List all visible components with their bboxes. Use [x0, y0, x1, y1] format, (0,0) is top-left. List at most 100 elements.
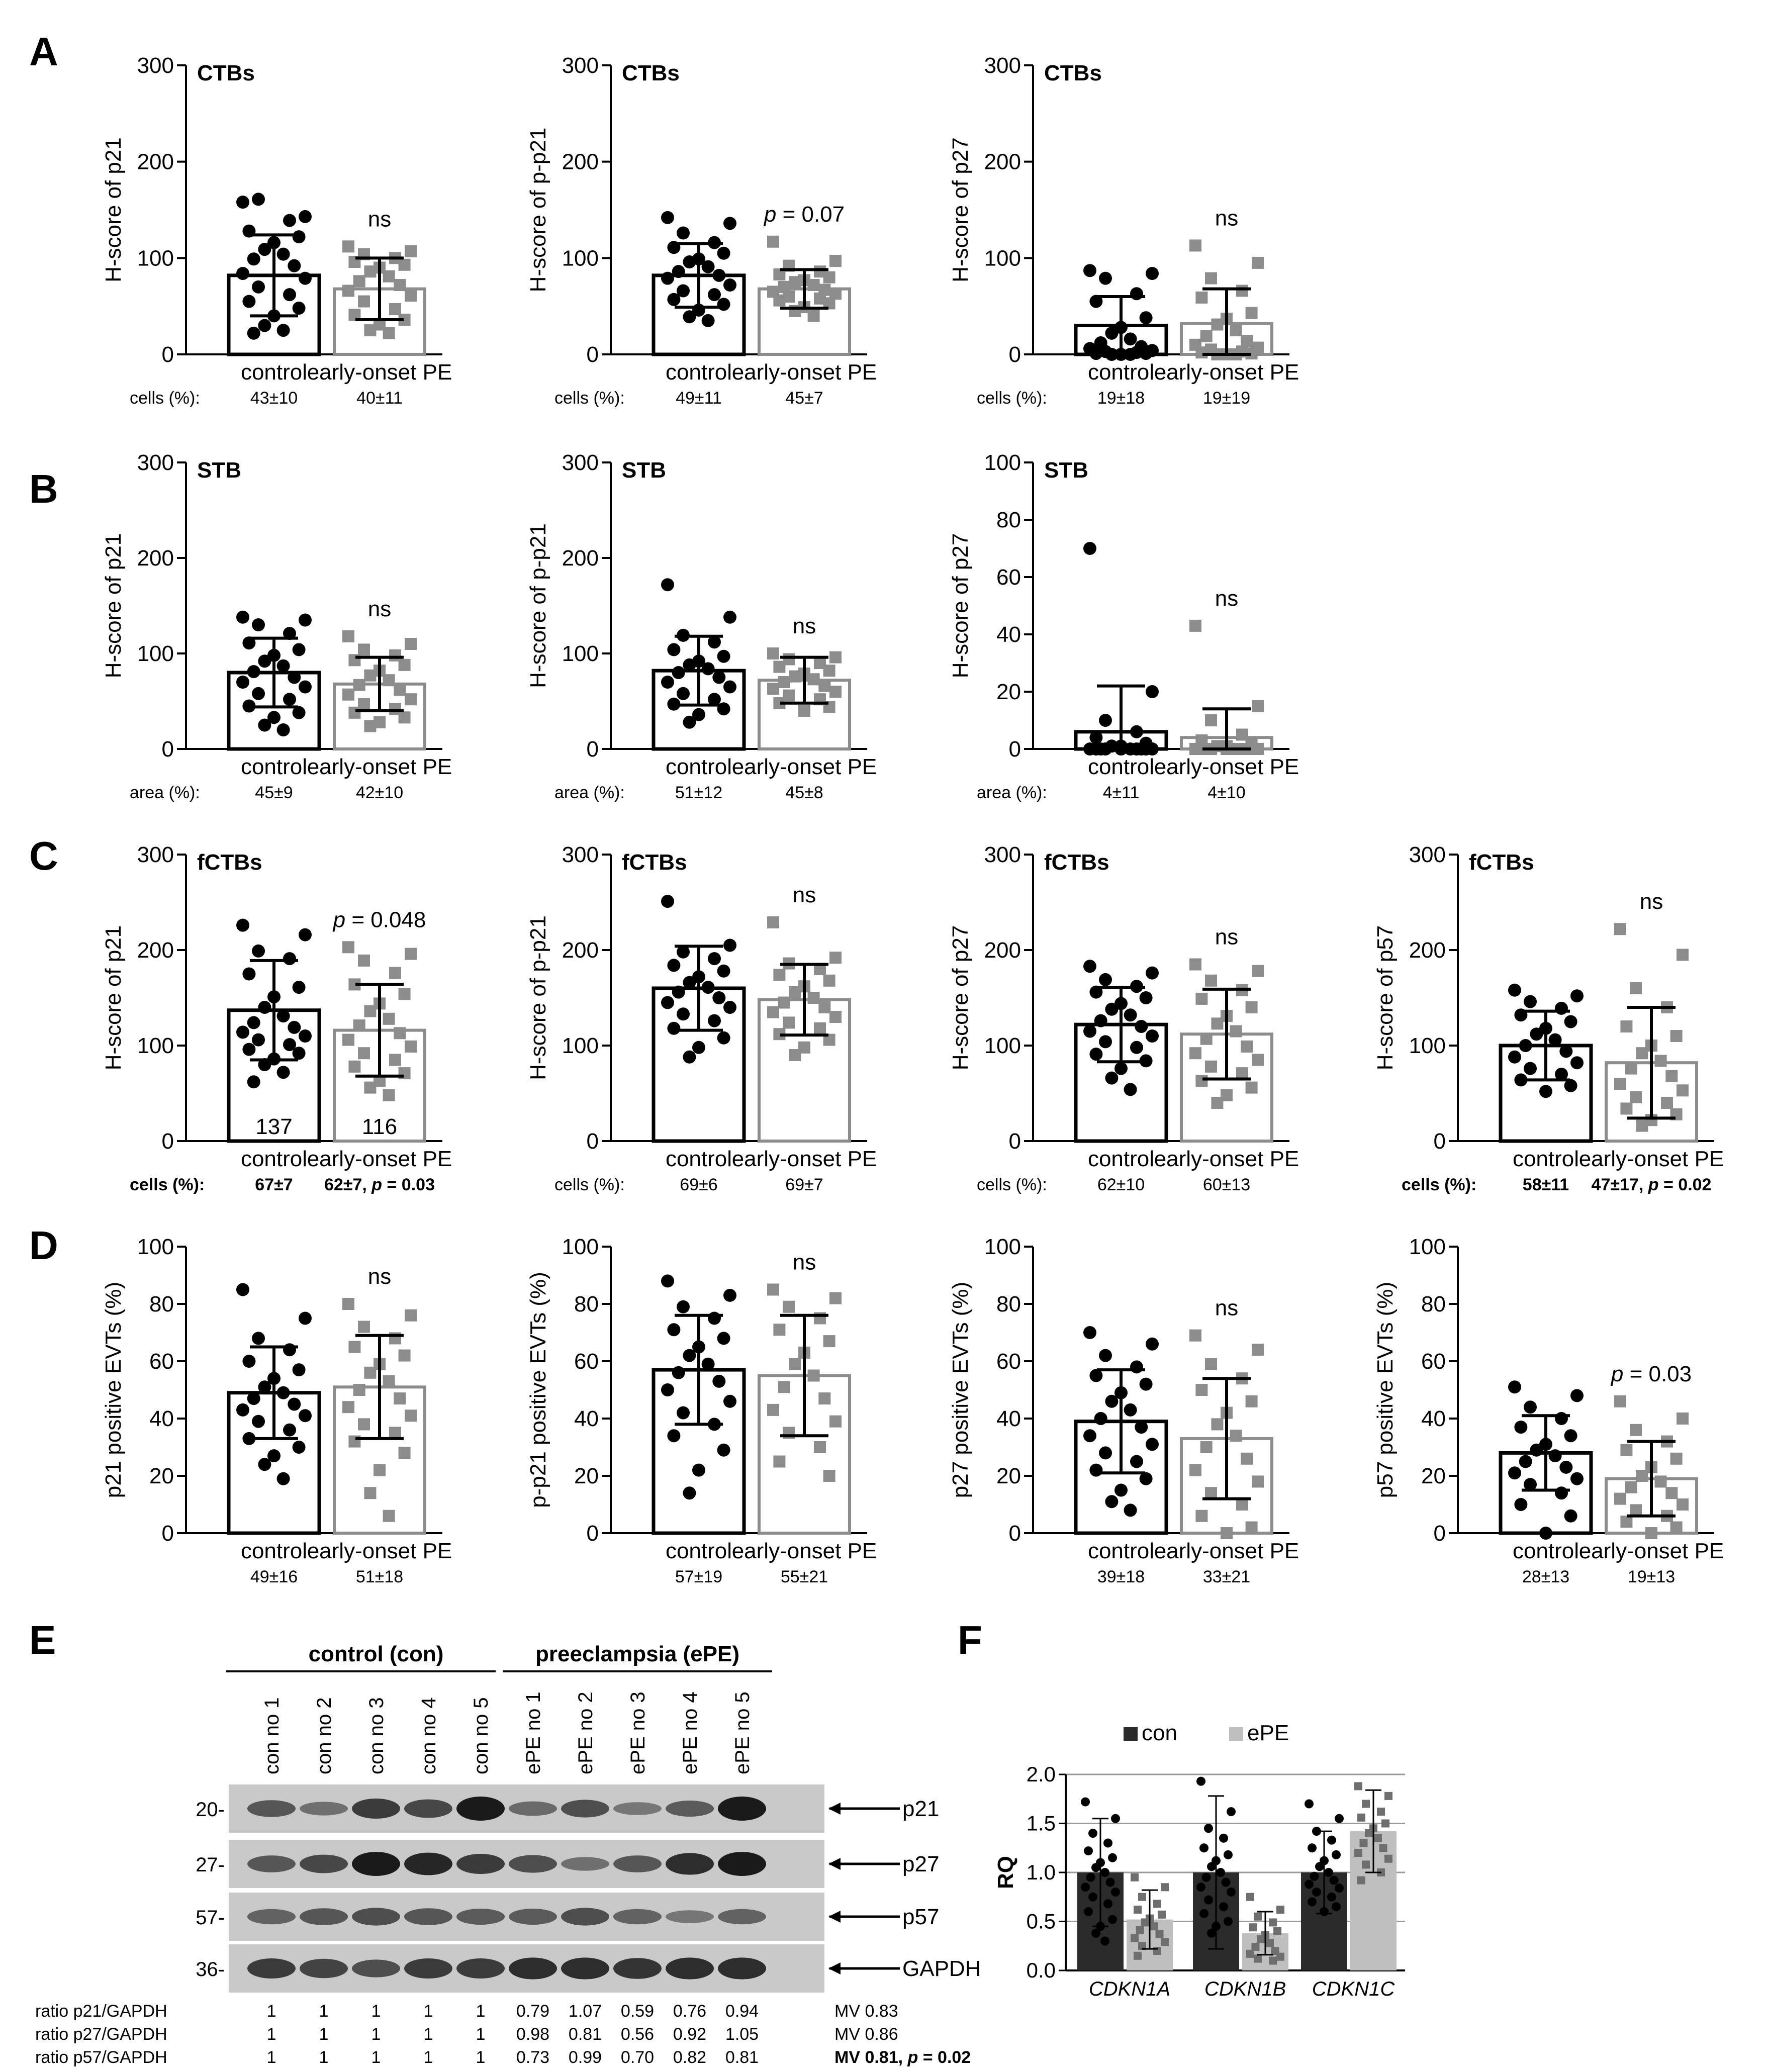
stat-value: 19±18 [1097, 389, 1145, 408]
data-point [299, 928, 312, 941]
stat-value: 47±17, p = 0.02 [1592, 1175, 1712, 1194]
protein-label: GAPDH [902, 1956, 981, 1981]
data-point [258, 319, 271, 332]
data-point [288, 1397, 301, 1411]
data-point [823, 1470, 835, 1482]
data-point [823, 974, 835, 987]
data-point [767, 1006, 779, 1018]
data-point [405, 1040, 417, 1053]
data-point [353, 1019, 365, 1032]
data-point [398, 1349, 411, 1362]
y-tick-label: 0 [587, 342, 599, 367]
data-point [398, 1447, 411, 1459]
data-point [683, 1349, 696, 1362]
data-point [383, 1510, 395, 1522]
ratio-label: ratio p27/GAPDH [35, 2025, 167, 2044]
data-point [1614, 1395, 1626, 1407]
y-tick-label: 200 [562, 546, 599, 571]
bar-mean-label: 116 [362, 1114, 397, 1139]
data-point [1539, 1085, 1552, 1098]
stat-value: 40±11 [356, 389, 403, 408]
chart-title: fCTBs [622, 850, 687, 875]
data-point [1196, 1776, 1205, 1786]
mw-marker: 27- [196, 1854, 225, 1876]
data-point [783, 1016, 795, 1029]
band-p27 [352, 1852, 400, 1876]
data-point [723, 938, 736, 952]
data-point [1146, 966, 1159, 980]
data-point [1245, 307, 1258, 319]
stat-label: cells (%): [1402, 1175, 1476, 1194]
data-point [1614, 1078, 1626, 1090]
stat-label: cells (%): [130, 1175, 205, 1194]
y-tick-label: 300 [562, 842, 599, 867]
significance-annotation: p = 0.048 [332, 907, 426, 932]
data-point [1519, 1039, 1532, 1052]
data-point [1519, 1455, 1532, 1468]
stat-value: 4±11 [1103, 783, 1140, 802]
data-point [299, 210, 312, 223]
data-point [1189, 958, 1201, 971]
data-point [807, 992, 820, 1004]
data-point [1625, 1481, 1637, 1493]
band-p27 [509, 1855, 557, 1873]
data-point [1252, 256, 1264, 269]
data-point [1625, 1062, 1637, 1075]
data-point [661, 271, 674, 285]
y-tick-label: 60 [574, 1349, 599, 1374]
data-point [1564, 1509, 1577, 1523]
data-point [358, 1047, 370, 1060]
data-point [389, 1054, 401, 1066]
data-point [242, 1043, 256, 1056]
data-point [773, 661, 786, 673]
y-tick-label: 300 [137, 842, 174, 867]
data-point [398, 258, 411, 271]
lane-label: con no 3 [365, 1698, 388, 1774]
x-category-label: early-onset PE [1154, 755, 1299, 779]
data-point [1508, 983, 1521, 997]
data-point [1135, 1421, 1148, 1434]
data-point [276, 1386, 290, 1399]
data-point [717, 649, 730, 663]
data-point [1205, 714, 1217, 726]
significance-annotation: ns [368, 597, 391, 621]
stat-value: 39±18 [1097, 1567, 1145, 1586]
ratio-value: 1 [371, 2048, 381, 2067]
band-p27 [300, 1854, 348, 1873]
data-point [789, 1049, 801, 1061]
data-point [1108, 1853, 1117, 1862]
chart-title: fCTBs [1469, 850, 1534, 875]
data-point [1227, 1888, 1236, 1897]
data-point [814, 1441, 826, 1453]
data-point [1359, 1839, 1368, 1847]
data-point [708, 288, 721, 302]
data-point [683, 1050, 696, 1064]
data-point [405, 693, 417, 706]
data-point [677, 284, 690, 298]
data-point [683, 715, 696, 729]
data-point [258, 243, 271, 256]
legend-label-epe: ePE [1247, 1721, 1289, 1745]
data-point [394, 684, 406, 696]
data-point [667, 697, 681, 711]
x-category-label: early-onset PE [307, 1147, 452, 1171]
band-p27 [561, 1857, 609, 1871]
ratio-value: 1 [476, 2002, 486, 2021]
data-point [1555, 1412, 1568, 1425]
data-point [292, 302, 306, 315]
chart-title: CTBs [1044, 61, 1102, 85]
data-point [1254, 1912, 1262, 1921]
data-point [661, 895, 674, 908]
stat-value: 51±18 [356, 1567, 403, 1586]
data-point [299, 1311, 312, 1325]
chart-title: CTBs [197, 61, 255, 85]
data-point [1189, 239, 1201, 252]
band-p57 [718, 1909, 766, 1925]
band-p57 [613, 1909, 662, 1925]
data-point [672, 666, 685, 679]
data-point [1324, 1868, 1333, 1877]
data-point [1335, 1883, 1344, 1893]
